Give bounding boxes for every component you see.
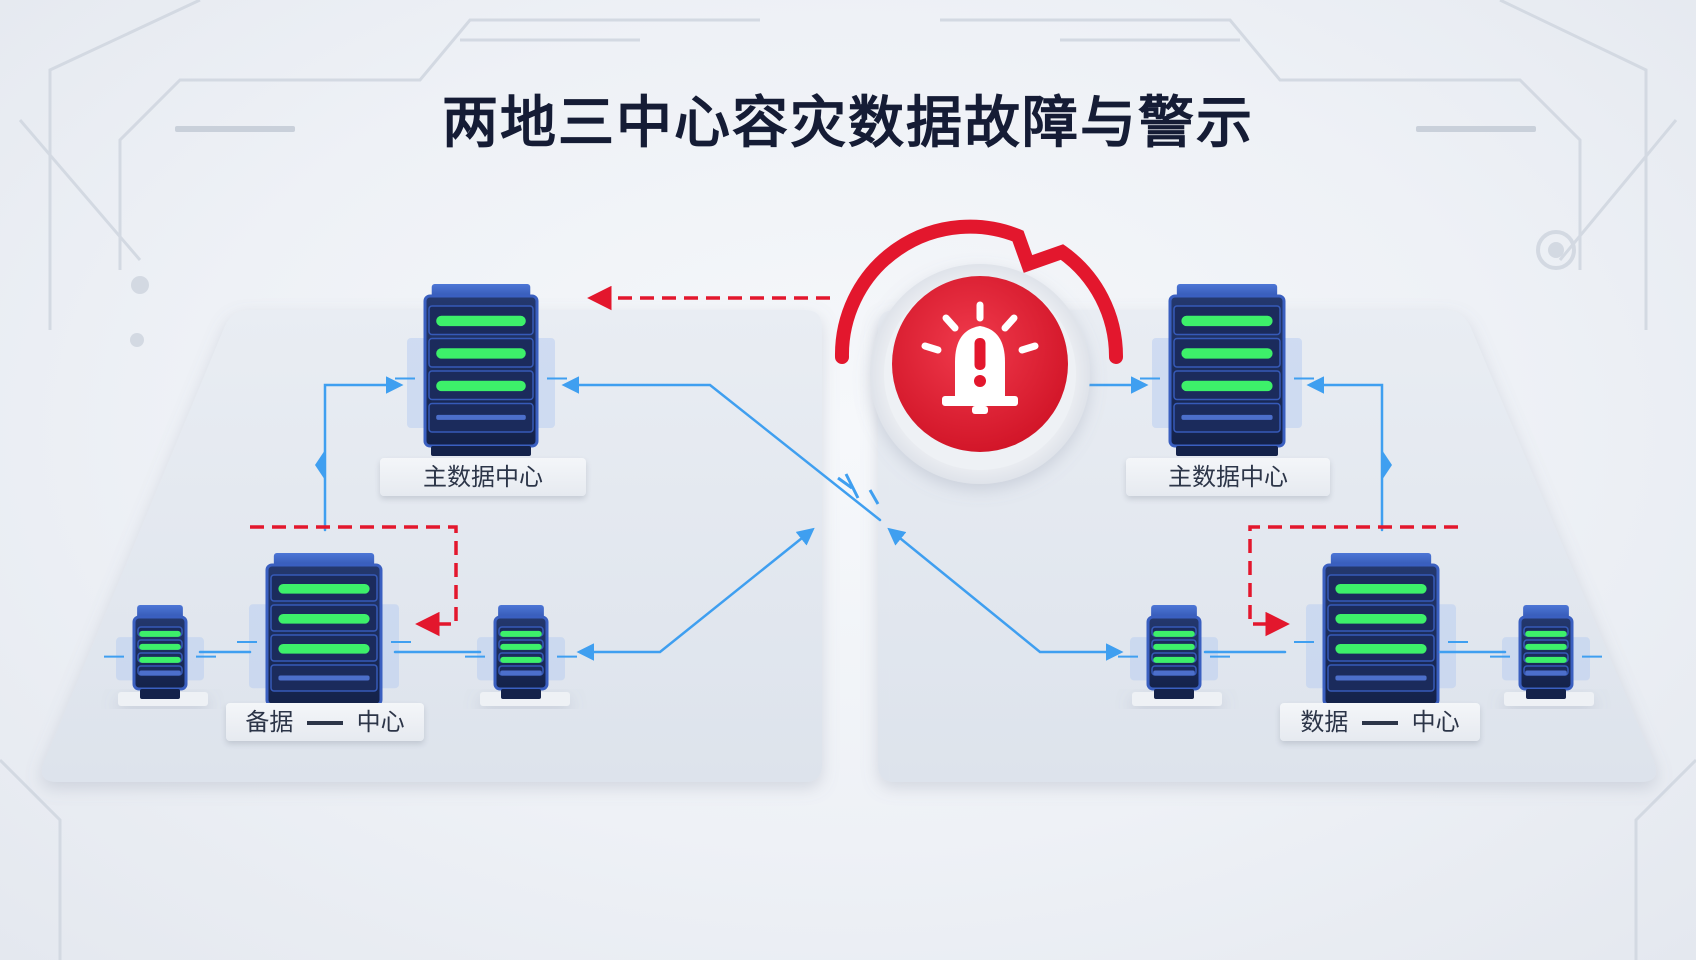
status-led-bar	[1335, 614, 1427, 624]
right-backup-label: 数据 中心	[1280, 703, 1480, 741]
left-primary-server	[395, 284, 567, 456]
status-led-bar	[278, 644, 370, 654]
left-fault-backup-link	[250, 525, 458, 637]
status-led-bar	[139, 643, 181, 650]
broken-link-icon	[837, 473, 880, 505]
background-dots	[130, 230, 1576, 347]
right-backup-server	[1294, 553, 1468, 715]
alarm-alert	[834, 219, 1124, 484]
left-primary-to-center-link	[561, 376, 882, 522]
arrow-down-right-icon	[1382, 450, 1392, 480]
status-led-bar	[1153, 630, 1195, 637]
blue-direction-markers	[315, 450, 1392, 505]
status-led-bar	[1335, 644, 1427, 654]
left-small-server-a	[104, 605, 216, 699]
status-led-bar	[139, 656, 181, 663]
status-led-bar	[1181, 380, 1273, 392]
right-node-server	[1118, 605, 1230, 699]
left-backup-label: 备据 中心	[226, 703, 424, 741]
status-led-bar	[1181, 348, 1273, 359]
status-led-bar	[1525, 656, 1567, 663]
right-small-server-a	[1490, 605, 1602, 699]
status-led-bar	[436, 315, 526, 327]
blue-sync-links	[198, 376, 1507, 661]
status-led-bar	[500, 643, 542, 650]
left-site-platform	[41, 310, 822, 782]
status-led-bar	[139, 630, 181, 637]
status-led-bar	[1335, 584, 1427, 594]
left-primary-label: 主数据中心	[380, 458, 586, 496]
left-backup-label-suffix: 中心	[356, 708, 405, 736]
left-backup-label-prefix: 备据	[245, 708, 294, 736]
right-primary-label: 主数据中心	[1126, 458, 1330, 496]
right-backup-to-primary-link	[1306, 376, 1384, 532]
status-led-bar	[436, 348, 526, 359]
red-fault-links	[250, 285, 1458, 637]
status-led-bar	[436, 380, 526, 392]
status-led-bar	[1525, 643, 1567, 650]
status-led-bar	[1153, 656, 1195, 663]
server-group	[104, 284, 1602, 715]
right-backup-label-gap	[1362, 721, 1398, 725]
status-led-bar	[1525, 630, 1567, 637]
status-led-bar	[278, 614, 370, 624]
status-led-bar	[500, 630, 542, 637]
right-backup-label-suffix: 中心	[1411, 708, 1460, 736]
status-led-bar	[1181, 315, 1273, 327]
right-primary-server	[1140, 284, 1314, 456]
left-backup-label-gap	[307, 721, 343, 725]
alarm-cracked-ring	[834, 219, 1124, 364]
background-dash-strips	[175, 126, 1536, 132]
arrow-up-left-icon	[315, 450, 325, 480]
left-node-to-center-link	[576, 527, 815, 661]
left-backup-to-primary-link	[323, 376, 404, 532]
left-node-server	[465, 605, 577, 699]
status-led-bar	[500, 656, 542, 663]
right-node-to-center-link	[887, 527, 1124, 661]
status-led-bar	[278, 584, 370, 594]
alarm-bell-icon	[921, 301, 1039, 414]
page-title: 两地三中心容灾数据故障与警示	[442, 91, 1254, 156]
status-led-bar	[1153, 643, 1195, 650]
right-backup-label-prefix: 数据	[1300, 708, 1349, 736]
